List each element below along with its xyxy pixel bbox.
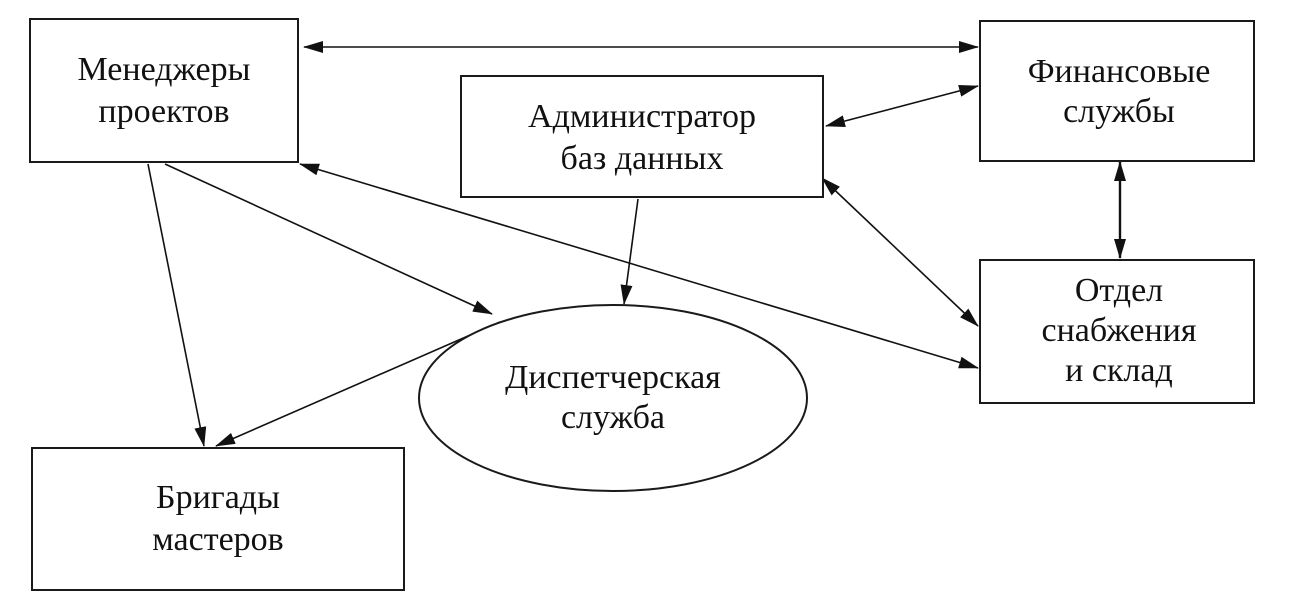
node-dispatch-ellipse	[418, 304, 808, 492]
node-managers: Менеджеры проектов	[29, 18, 299, 163]
edge-dbadmin-dispatch	[620, 198, 639, 305]
node-finance-line2: службы	[1063, 93, 1175, 130]
edge-managers-brigades	[147, 163, 207, 447]
edges	[147, 41, 1126, 447]
edge-dbadmin-supply	[821, 177, 979, 327]
node-supply-box	[979, 259, 1255, 404]
edge-dispatch-brigades	[215, 321, 501, 447]
node-managers-box	[29, 18, 299, 163]
node-supply-line2: снабжения	[1042, 312, 1197, 349]
node-managers-line2: проектов	[98, 93, 229, 130]
node-dispatch: Диспетчерская служба	[418, 304, 808, 492]
node-finance-line1: Финансовые	[1028, 53, 1211, 90]
node-finance: Финансовые службы	[979, 20, 1255, 162]
edge-managers-dispatch	[164, 163, 493, 315]
node-brigades-box	[31, 447, 405, 591]
node-dbadmin-line2: баз данных	[561, 140, 724, 177]
node-dbadmin-line1: Администратор	[528, 98, 756, 135]
node-dbadmin-box	[460, 75, 824, 198]
node-dispatch-line1: Диспетчерская	[505, 359, 721, 396]
node-dbadmin: Администратор баз данных	[460, 75, 824, 198]
node-dispatch-line2: служба	[561, 399, 665, 436]
node-brigades-line2: мастеров	[152, 521, 283, 558]
edge-managers-supply	[299, 163, 979, 369]
node-brigades: Бригады мастеров	[31, 447, 405, 591]
edge-dbadmin-finance	[825, 85, 979, 127]
node-supply: Отдел снабжения и склад	[979, 259, 1255, 404]
node-finance-box	[979, 20, 1255, 162]
node-brigades-line1: Бригады	[156, 479, 280, 516]
node-supply-line1: Отдел	[1075, 272, 1163, 309]
node-managers-line1: Менеджеры	[78, 51, 251, 88]
node-supply-line3: и склад	[1065, 352, 1173, 389]
